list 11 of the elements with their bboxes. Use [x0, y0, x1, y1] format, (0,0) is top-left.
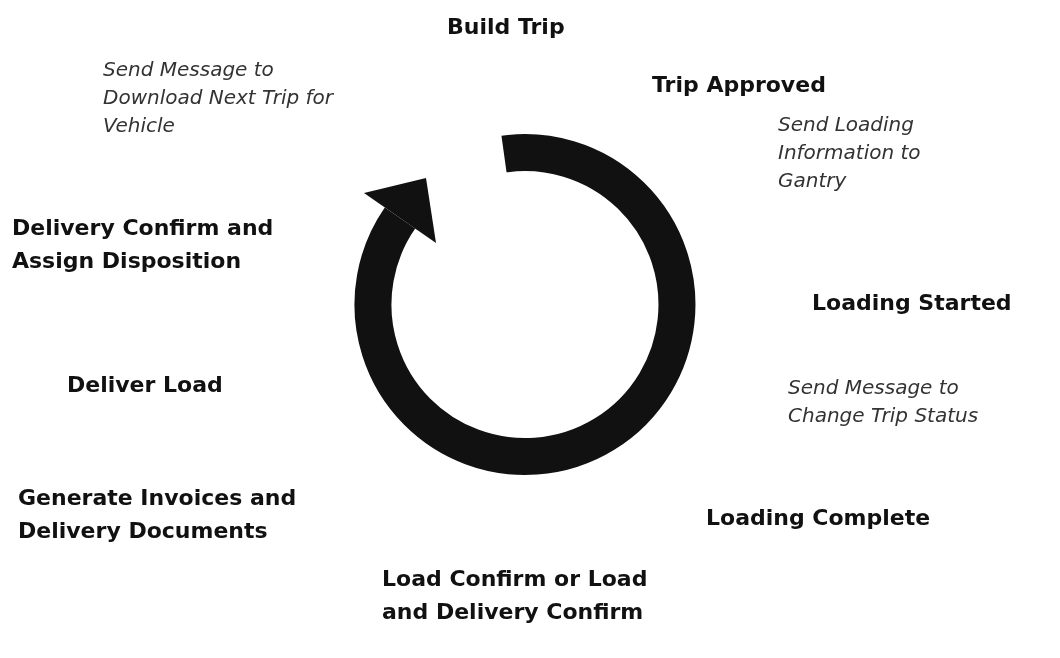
- message-note: Send Message to Change Trip Status: [788, 374, 980, 429]
- step-label: Loading Complete: [706, 504, 932, 532]
- message-note: Send Message to Download Next Trip for Vehicle: [103, 56, 335, 139]
- message-note: Send Loading Information to Gantry: [778, 111, 922, 194]
- step-label: Generate Invoices and Delivery Documents: [18, 484, 298, 545]
- step-label: Delivery Confirm and Assign Disposition: [12, 214, 275, 275]
- step-label: Load Confirm or Load and Delivery Confirm: [382, 565, 649, 626]
- step-label: Deliver Load: [67, 371, 224, 399]
- step-label: Build Trip: [447, 13, 566, 41]
- step-label: Trip Approved: [652, 71, 827, 99]
- step-label: Loading Started: [812, 289, 1013, 317]
